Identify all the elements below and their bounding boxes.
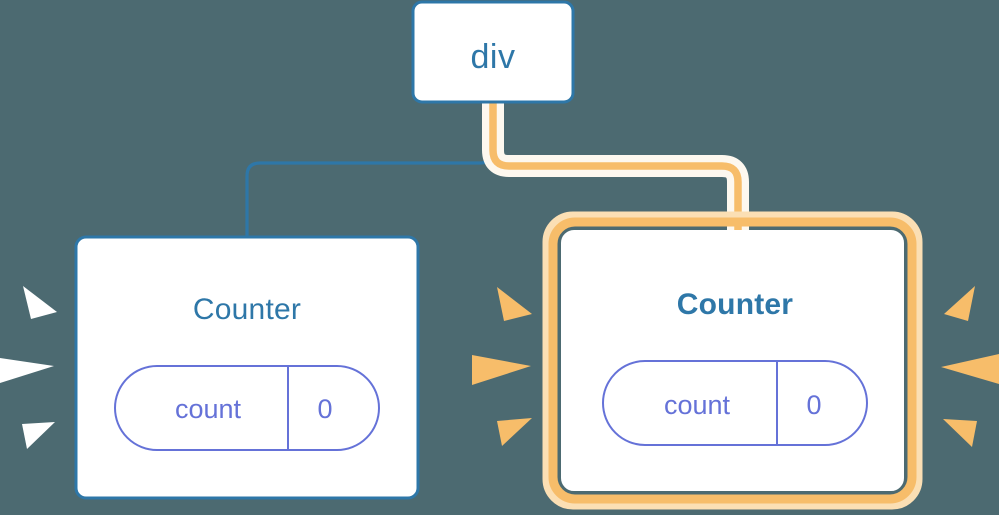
node-div[interactable]: div	[411, 0, 575, 104]
state-pill-right[interactable]: count 0	[602, 360, 868, 446]
spark-white-middle	[0, 358, 54, 383]
node-counter-right-glow	[542, 211, 923, 510]
spark-orange-right-top	[944, 286, 975, 321]
node-counter-right-title: Counter	[677, 288, 794, 321]
node-counter-left-title: Counter	[193, 293, 301, 326]
node-counter-left[interactable]: Counter count 0	[74, 235, 420, 500]
spark-orange-right-middle	[941, 354, 999, 384]
edge-root-to-right	[489, 96, 742, 244]
node-div-box[interactable]	[411, 0, 575, 104]
state-pill-right-outline	[602, 360, 868, 446]
state-pill-left[interactable]: count 0	[114, 365, 380, 451]
spark-white-top	[23, 286, 57, 319]
spark-group-right-box-left	[472, 287, 532, 446]
spark-group-right-box-right	[941, 286, 999, 447]
spark-white-bottom	[22, 422, 55, 449]
state-pill-left-key: count	[175, 394, 242, 424]
node-counter-right-highlight-ring	[548, 217, 917, 504]
node-counter-left-box[interactable]	[74, 235, 420, 500]
spark-group-left-box	[0, 286, 57, 449]
spark-orange-left-bottom	[497, 418, 532, 446]
state-pill-left-value: 0	[317, 394, 332, 424]
node-div-label: div	[471, 38, 516, 76]
spark-orange-left-top	[497, 287, 532, 321]
spark-orange-left-middle	[472, 355, 531, 385]
state-pill-left-outline	[114, 365, 380, 451]
state-pill-right-value: 0	[806, 390, 821, 420]
node-counter-right[interactable]: Counter count 0	[542, 211, 923, 510]
spark-orange-right-bottom	[943, 419, 977, 447]
state-pill-right-key: count	[664, 390, 731, 420]
